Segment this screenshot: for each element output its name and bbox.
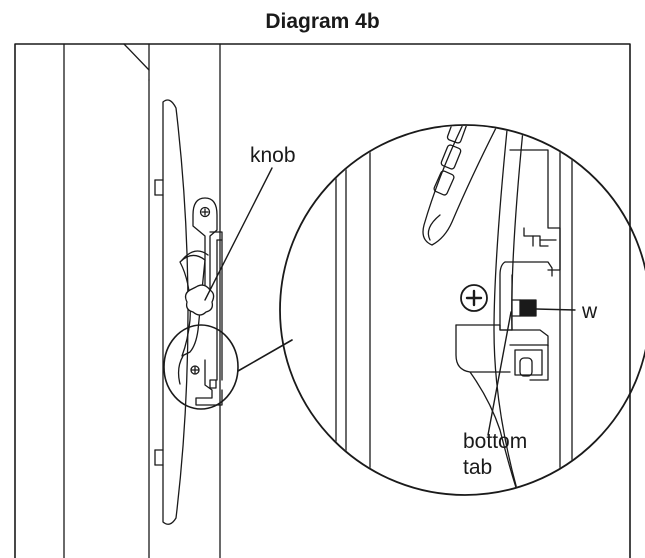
w-piece <box>519 299 537 317</box>
label-knob: knob <box>250 144 296 167</box>
knob-small <box>184 284 215 316</box>
slotted-arm-small <box>177 250 209 385</box>
screw-zoom <box>460 284 488 312</box>
screw-small-bottom <box>190 365 200 375</box>
bottom-tab-leader <box>487 311 512 436</box>
bottom-tab-knob <box>519 357 533 377</box>
zoom-detail-circle <box>279 124 645 496</box>
label-bottom-tab-line2: tab <box>463 456 492 479</box>
mounting-plate <box>154 99 189 525</box>
knob-leader <box>204 167 273 301</box>
slotted-arm-zoom <box>422 126 501 246</box>
wall-panel <box>63 43 221 558</box>
w-leader <box>535 308 576 311</box>
zoom-detail-content <box>335 126 573 494</box>
diagram-frame <box>14 43 631 558</box>
screw-small-top <box>199 206 211 218</box>
label-bottom-tab-line1: bottom <box>463 430 527 453</box>
zoom-source-circle <box>163 324 239 410</box>
label-w: w <box>581 300 598 323</box>
diagram-title: Diagram 4b <box>265 10 380 33</box>
